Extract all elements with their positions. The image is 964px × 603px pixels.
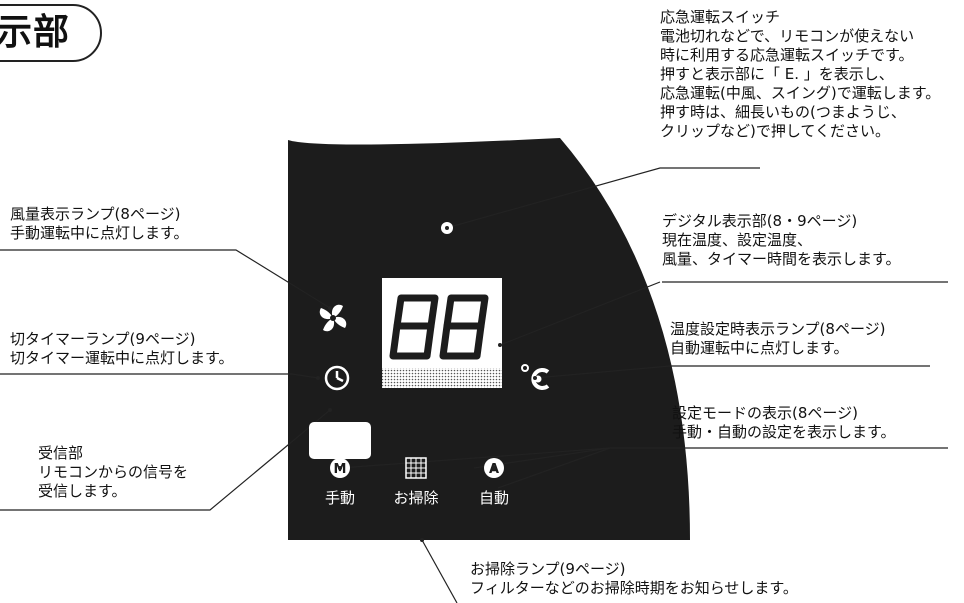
seven-segment-digits <box>389 294 489 360</box>
callout-line: 応急運転(中風、スイング)で運転します。 <box>660 84 941 102</box>
callout-line: 風量表示ランプ(8ページ) <box>10 205 181 223</box>
filter-grid-icon <box>405 457 427 479</box>
callout-line: お掃除ランプ(9ページ) <box>470 560 626 578</box>
callout-line: 手動・自動の設定を表示します。 <box>672 423 896 441</box>
callout-digital-display: デジタル表示部(8・9ページ) 現在温度、設定温度、 風量、タイマー時間を表示し… <box>662 212 901 269</box>
callout-line: 応急運転スイッチ <box>660 8 781 26</box>
clock-icon <box>324 365 350 391</box>
leader-lines <box>0 167 948 603</box>
callout-line: 押すと表示部に「 E. 」を表示し、 <box>660 65 894 83</box>
display-dotted-band <box>382 368 502 388</box>
callout-line: 手動運転中に点灯します。 <box>10 224 189 242</box>
callout-line: 切タイマーランプ(9ページ) <box>10 330 196 348</box>
callout-line: 時に利用する応急運転スイッチです。 <box>660 46 914 64</box>
callout-line: デジタル表示部(8・9ページ) <box>662 212 858 230</box>
callout-line: 受信します。 <box>38 482 127 500</box>
callout-line: 自動運転中に点灯します。 <box>670 339 849 357</box>
callout-line: 風量、タイマー時間を表示します。 <box>662 250 901 268</box>
callout-fan-lamp: 風量表示ランプ(8ページ) 手動運転中に点灯します。 <box>10 205 189 243</box>
callout-line: 受信部 <box>38 444 84 462</box>
callout-line: クリップなど)で押してください。 <box>660 122 890 140</box>
callout-line: フィルターなどのお掃除時期をお知らせします。 <box>470 579 798 597</box>
callout-line: 電池切れなどで、リモコンが使えない <box>660 27 915 45</box>
fan-icon <box>319 304 347 332</box>
label-auto: 自動 <box>479 489 509 507</box>
callout-emergency-switch: 応急運転スイッチ 電池切れなどで、リモコンが使えない 時に利用する応急運転スイッ… <box>660 8 940 141</box>
callout-clean-lamp: お掃除ランプ(9ページ) フィルターなどのお掃除時期をお知らせします。 <box>470 560 798 598</box>
callout-line: 切タイマー運転中に点灯します。 <box>10 349 234 367</box>
callout-line: 温度設定時表示ランプ(8ページ) <box>670 320 886 338</box>
section-title: 示部 <box>0 4 102 62</box>
callout-receiver: 受信部 リモコンからの信号を 受信します。 <box>38 444 188 501</box>
callout-line: 設定モードの表示(8ページ) <box>672 404 858 422</box>
callout-line: リモコンからの信号を <box>38 463 189 481</box>
label-manual: 手動 <box>325 489 355 507</box>
callout-line: 現在温度、設定温度、 <box>662 231 813 249</box>
callout-temp-lamp: 温度設定時表示ランプ(8ページ) 自動運転中に点灯します。 <box>670 320 886 358</box>
remote-receiver <box>309 422 371 459</box>
callout-mode-display: 設定モードの表示(8ページ) 手動・自動の設定を表示します。 <box>672 404 896 442</box>
callout-line: 押す時は、細長いもの(つまようじ、 <box>660 103 906 121</box>
callout-off-timer: 切タイマーランプ(9ページ) 切タイマー運転中に点灯します。 <box>10 330 234 368</box>
label-clean: お掃除 <box>393 489 438 507</box>
